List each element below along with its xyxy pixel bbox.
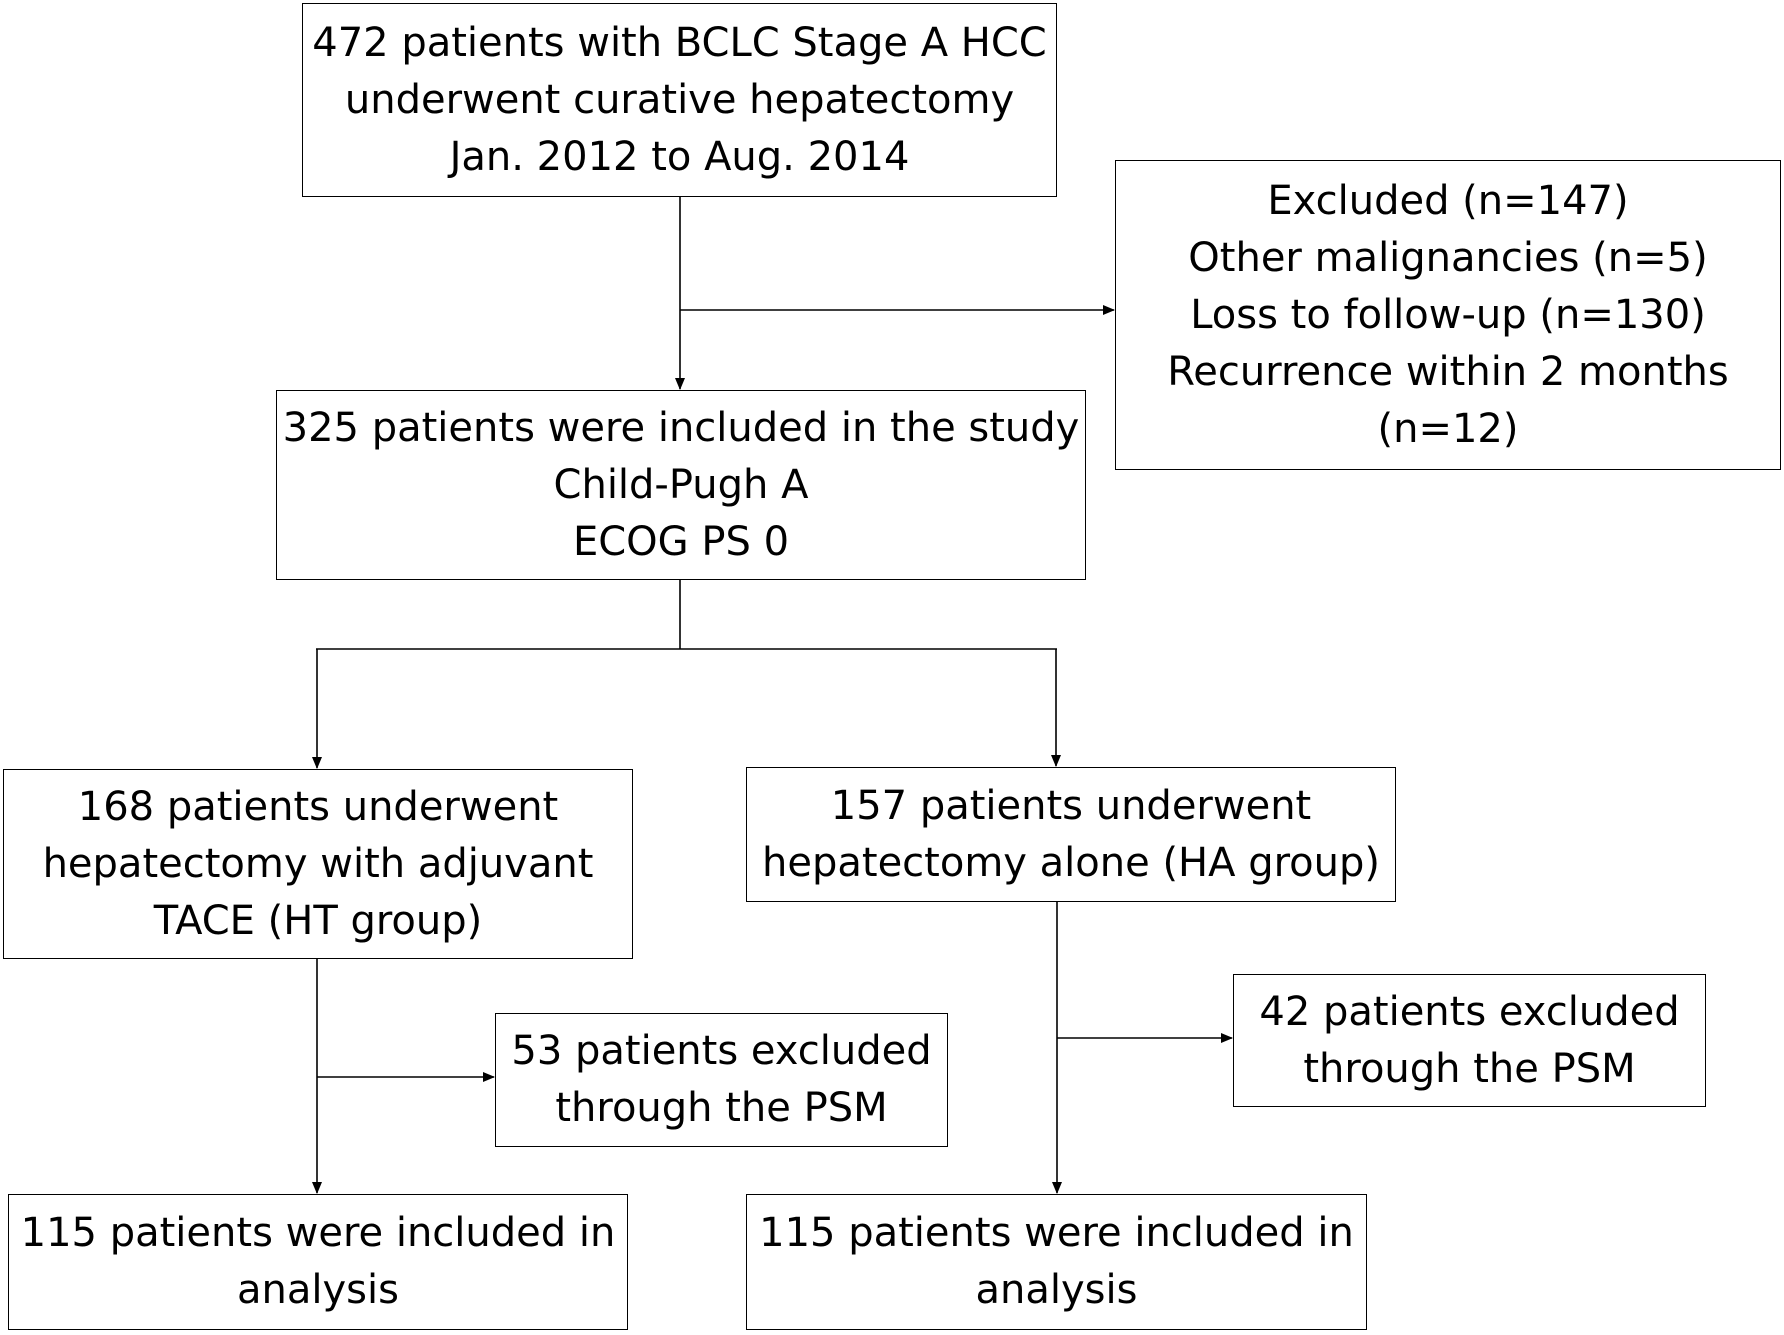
box-start: 472 patients with BCLC Stage A HCC under… [302,3,1057,197]
box-ht-analysis-line-1: 115 patients were included in [20,1210,616,1256]
box-ht-group-line-1: 168 patients underwent [77,783,559,830]
box-start-line-1: 472 patients with BCLC Stage A HCC [312,19,1047,66]
box-excluded-line-4: Recurrence within 2 months [1167,348,1729,395]
box-excluded-line-5: (n=12) [1377,405,1519,452]
box-ht-psm-excluded: 53 patients excluded through the PSM [495,1013,948,1147]
box-ha-group-line-1: 157 patients underwent [830,782,1312,829]
box-included-line-3: ECOG PS 0 [572,518,790,565]
box-ha-psm-line-1: 42 patients excluded [1259,988,1680,1035]
box-excluded: Excluded (n=147) Other malignancies (n=5… [1115,160,1781,470]
box-ha-group-line-2: hepatectomy alone (HA group) [762,839,1380,886]
box-included-line-2: Child-Pugh A [553,461,809,508]
box-ht-psm-line-2: through the PSM [555,1085,888,1131]
box-ht-analysis-line-2: analysis [237,1267,399,1313]
box-excluded-line-3: Loss to follow-up (n=130) [1190,291,1706,338]
box-ha-psm-excluded: 42 patients excluded through the PSM [1233,974,1706,1107]
box-ht-psm-line-1: 53 patients excluded [511,1028,932,1074]
box-excluded-line-2: Other malignancies (n=5) [1188,234,1708,281]
box-start-line-3: Jan. 2012 to Aug. 2014 [449,133,910,180]
box-ht-group-line-2: hepatectomy with adjuvant [42,840,594,887]
box-ha-analysis-line-1: 115 patients were included in [759,1210,1354,1256]
box-ha-psm-line-2: through the PSM [1303,1045,1636,1092]
box-ha-analysis-line-2: analysis [975,1267,1138,1313]
box-excluded-line-1: Excluded (n=147) [1267,177,1629,224]
box-included-line-1: 325 patients were included in the study [282,404,1080,451]
box-start-line-2: underwent curative hepatectomy [344,76,1015,123]
box-ht-group: 168 patients underwent hepatectomy with … [3,769,633,959]
box-ht-analysis: 115 patients were included in analysis [8,1194,628,1330]
box-ha-group: 157 patients underwent hepatectomy alone… [746,767,1396,902]
box-ha-analysis: 115 patients were included in analysis [746,1194,1367,1330]
box-ht-group-line-3: TACE (HT group) [153,897,483,944]
box-included: 325 patients were included in the study … [276,390,1086,580]
